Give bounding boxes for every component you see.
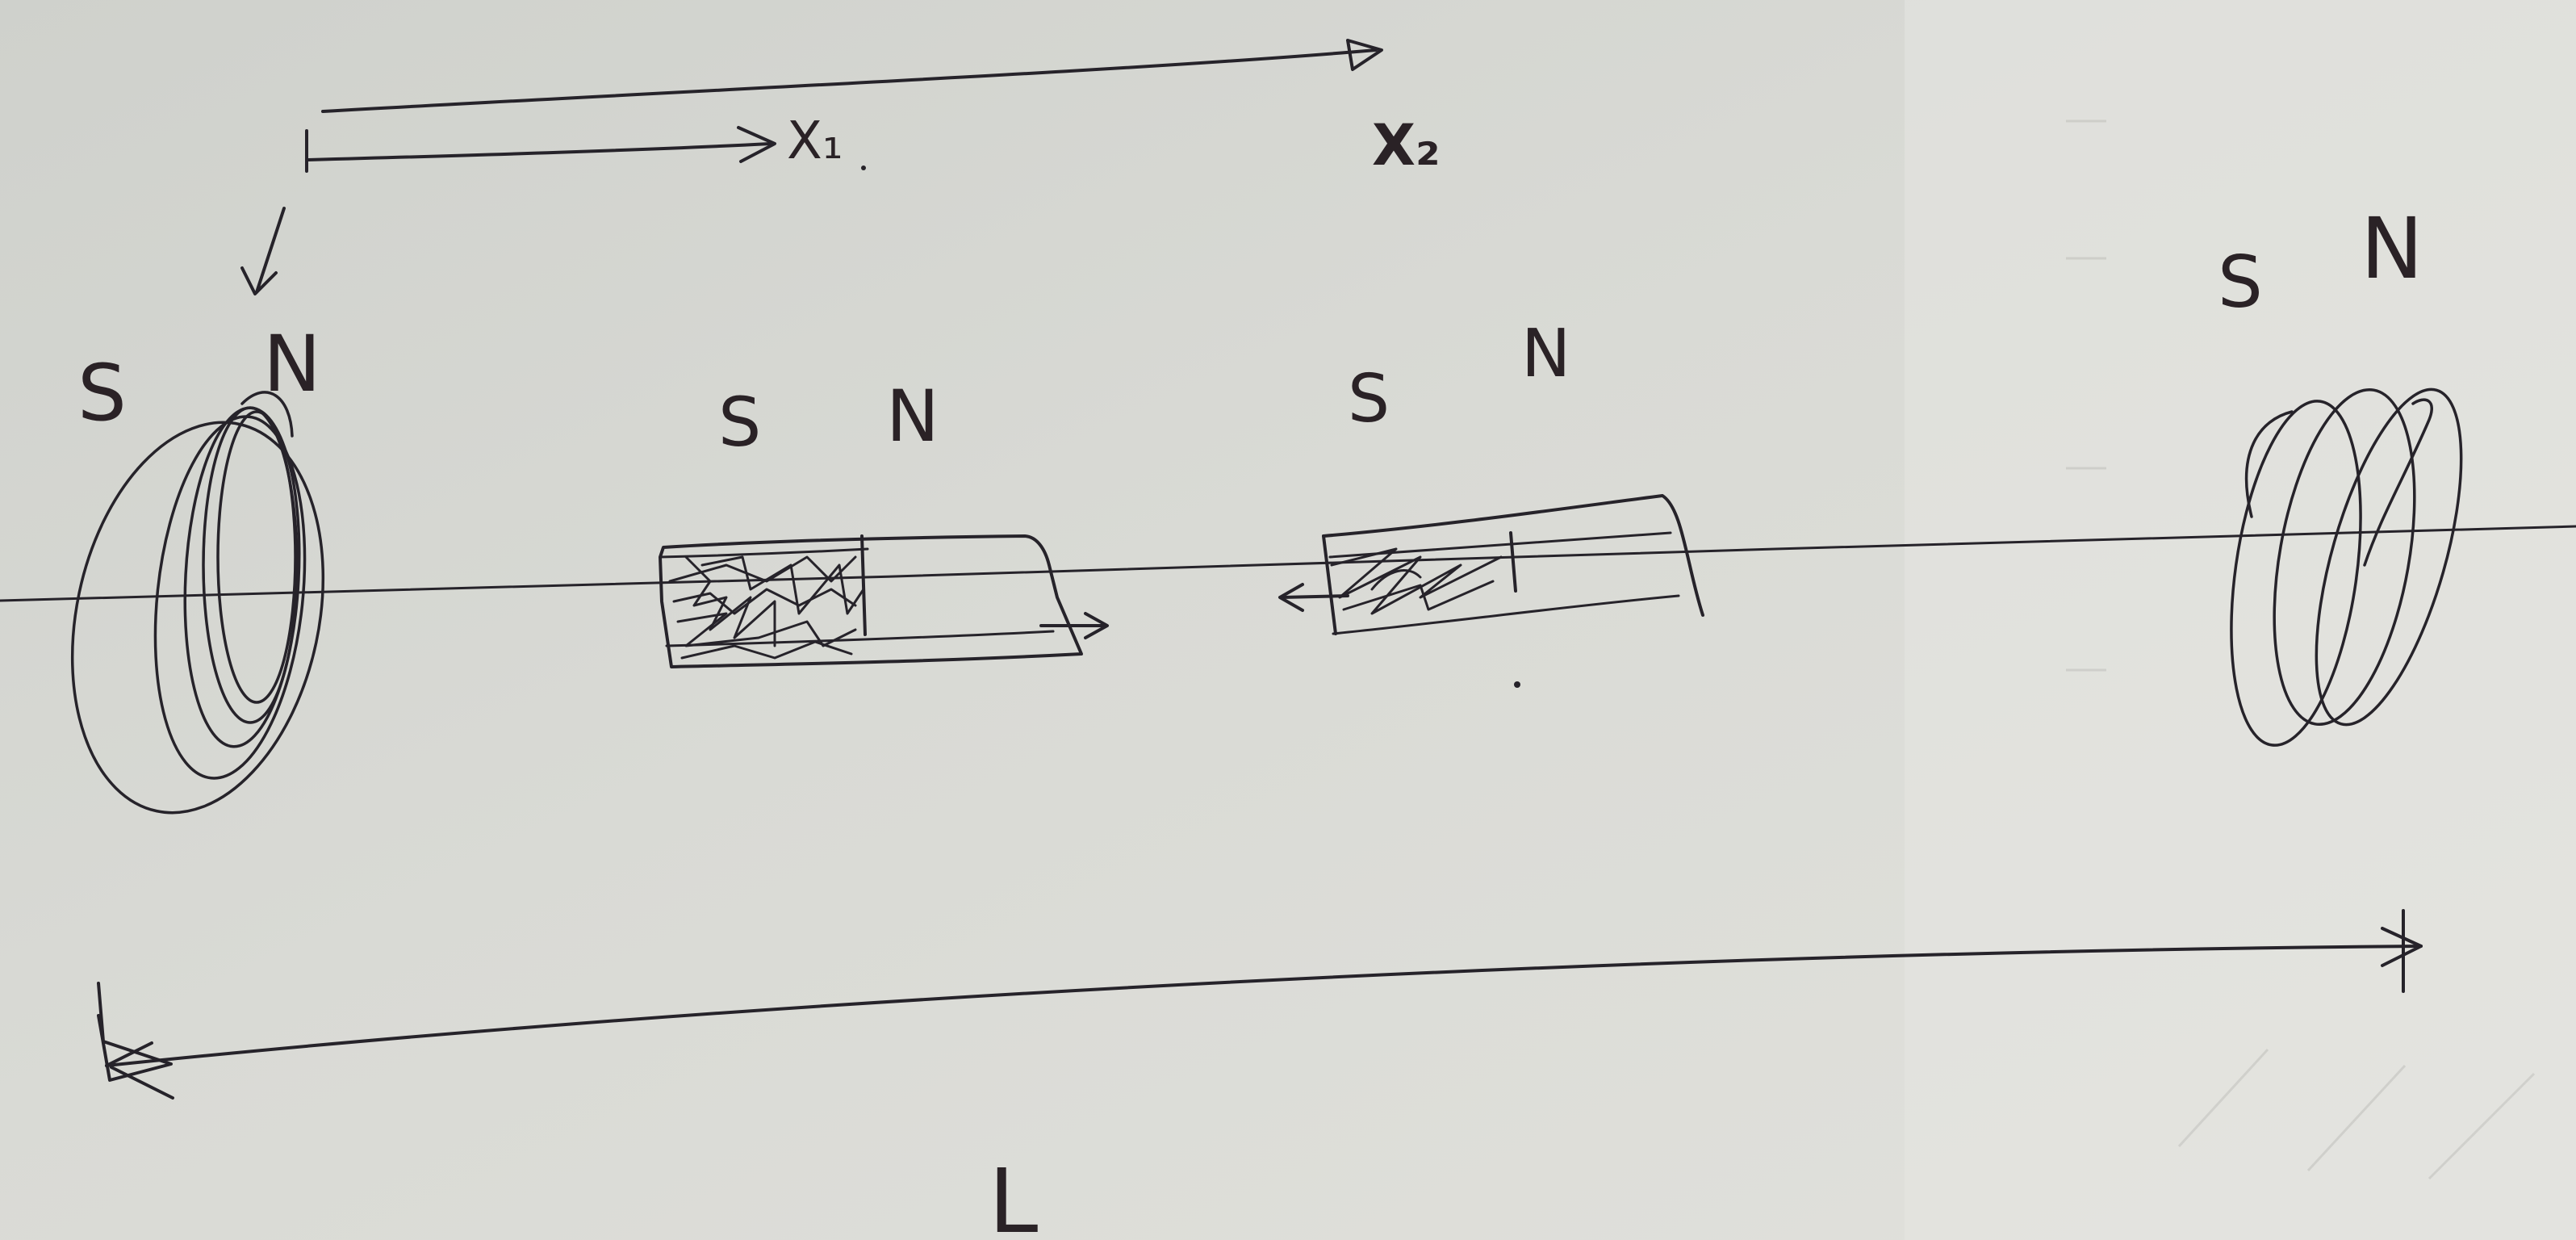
magnet-2-n-label: N xyxy=(1521,316,1570,392)
length-label: L xyxy=(989,1150,1038,1240)
magnet-1-s-label: S xyxy=(718,383,761,462)
magnet-2-s-label: S xyxy=(1348,361,1390,438)
pointer-arrow xyxy=(240,207,286,295)
magnet-1 xyxy=(659,534,1109,668)
left-coil xyxy=(70,391,325,815)
bleed-through-marks xyxy=(2066,119,2536,1180)
right-coil-n-label: N xyxy=(2361,199,2423,298)
magnet-1-n-label: N xyxy=(886,375,939,458)
right-coil-s-label: S xyxy=(2218,241,2263,324)
paper-light-region xyxy=(1905,0,2576,1240)
x2-arrow xyxy=(321,39,1383,113)
magnet-1-shading xyxy=(668,555,865,660)
left-coil-n-label: N xyxy=(263,319,321,409)
magnet-2-motion-arrow xyxy=(1280,594,1349,599)
magnet-2 xyxy=(1278,494,1704,635)
ink-dot xyxy=(861,165,866,170)
left-coil-s-label: S xyxy=(77,348,127,438)
right-coil xyxy=(2230,388,2463,747)
ink-dot xyxy=(1514,681,1520,688)
x1-arrow xyxy=(305,126,776,173)
x2-label: X₂ xyxy=(1372,112,1441,178)
axis-line xyxy=(0,525,2576,602)
magnet-2-shading xyxy=(1330,547,1503,615)
x1-label: X₁ xyxy=(787,111,843,171)
length-arrow xyxy=(97,909,2423,1100)
